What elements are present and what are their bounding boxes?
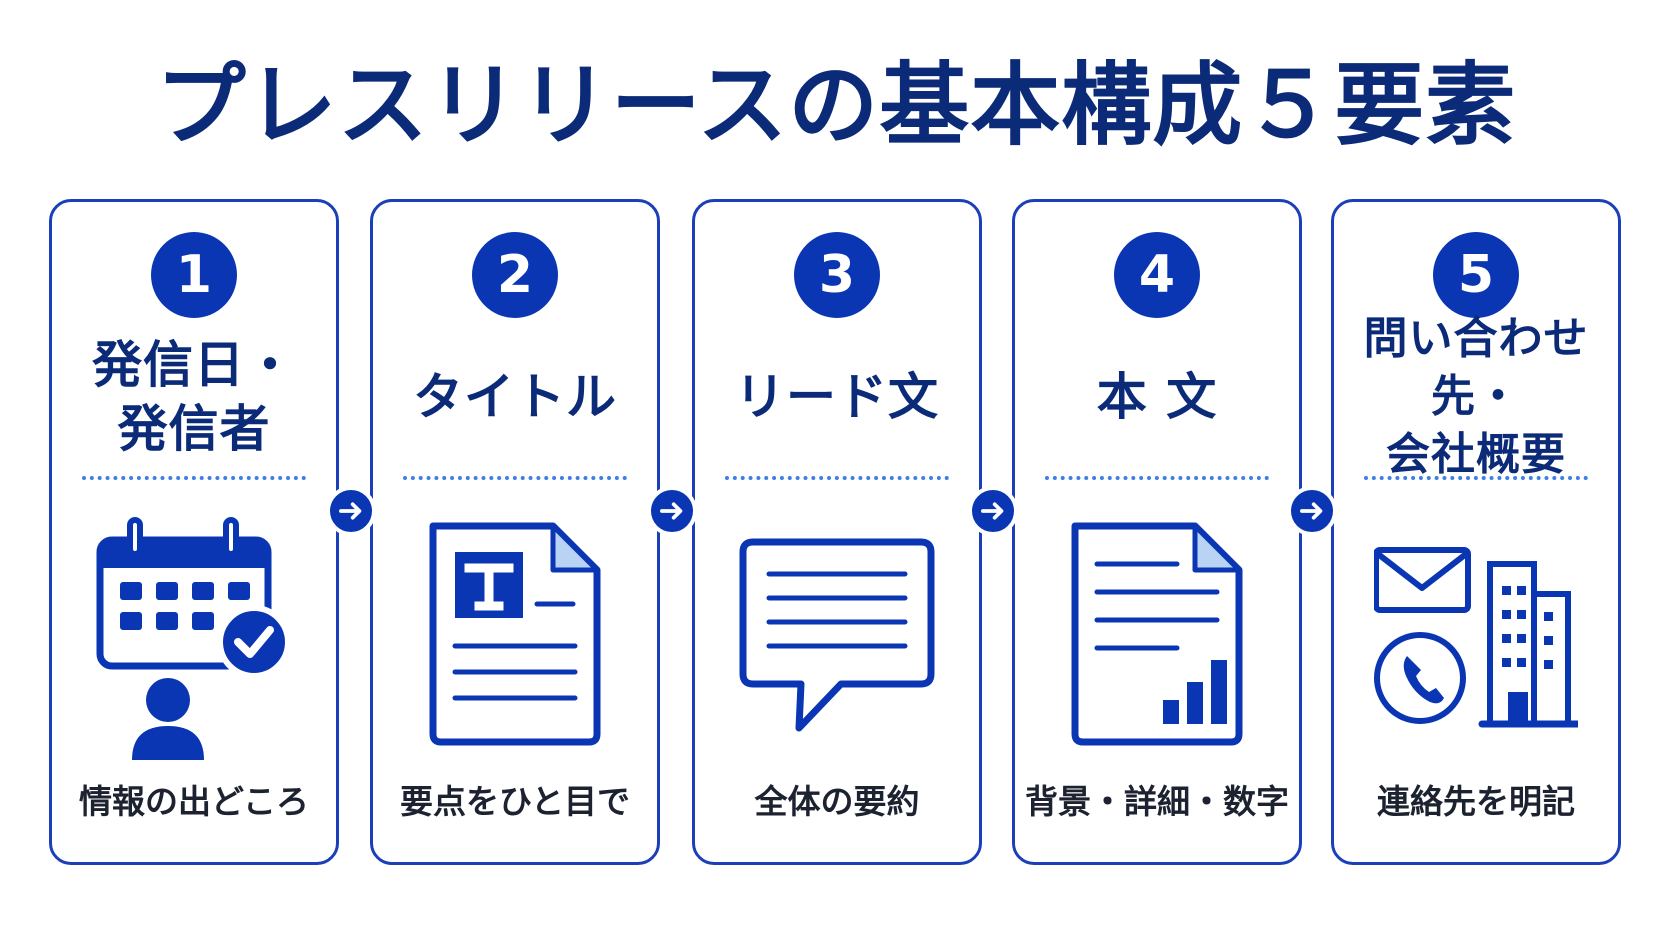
step-label-container: 本 文 [1015, 322, 1299, 472]
speech-bubble-icon [735, 512, 939, 772]
step-number-badge: 2 [472, 232, 558, 318]
step-description: 連絡先を明記 [1377, 782, 1575, 821]
step-card-1: 1 発信日・ 発信者 情報の出どころ [49, 199, 339, 865]
arrow-right-icon [326, 486, 376, 536]
step-card-2: 2 タイトル 要点をひと目で [370, 199, 660, 865]
step-label-container: 発信日・ 発信者 [52, 322, 336, 472]
step-card-3: 3 リード文 全体の要約 [692, 199, 982, 865]
contact-building-icon [1374, 512, 1578, 772]
step-number-badge: 4 [1114, 232, 1200, 318]
step-label-container: タイトル [373, 322, 657, 472]
step-label: 問い合わせ先・ 会社概要 [1363, 313, 1589, 480]
step-label-container: リード文 [695, 322, 979, 472]
dotted-divider [82, 476, 306, 480]
step-label: 本 文 [1096, 368, 1218, 426]
step-number-badge: 3 [794, 232, 880, 318]
dotted-divider [403, 476, 627, 480]
step-label: リード文 [735, 368, 939, 426]
dotted-divider [1045, 476, 1269, 480]
arrow-right-icon [968, 486, 1018, 536]
document-bar-chart-icon [1055, 512, 1259, 772]
step-description: 背景・詳細・数字 [1025, 782, 1289, 821]
step-card-5: 5 問い合わせ先・ 会社概要 連絡先を明記 [1331, 199, 1621, 865]
step-label: タイトル [413, 368, 617, 426]
step-number-badge: 5 [1433, 232, 1519, 318]
step-label-container: 問い合わせ先・ 会社概要 [1334, 313, 1618, 480]
calendar-check-person-icon [92, 512, 296, 772]
step-card-4: 4 本 文 背景・詳細・数字 [1012, 199, 1302, 865]
arrow-right-icon [1287, 486, 1337, 536]
dotted-divider [1364, 476, 1588, 480]
step-description: 全体の要約 [754, 782, 920, 821]
title-document-icon [413, 512, 617, 772]
dotted-divider [725, 476, 949, 480]
page-title: プレスリリースの基本構成５要素 [155, 53, 1517, 158]
step-description: 要点をひと目で [399, 782, 630, 821]
arrow-right-icon [647, 486, 697, 536]
step-description: 情報の出どころ [78, 782, 309, 821]
step-number-badge: 1 [151, 232, 237, 318]
step-label: 発信日・ 発信者 [92, 336, 296, 458]
